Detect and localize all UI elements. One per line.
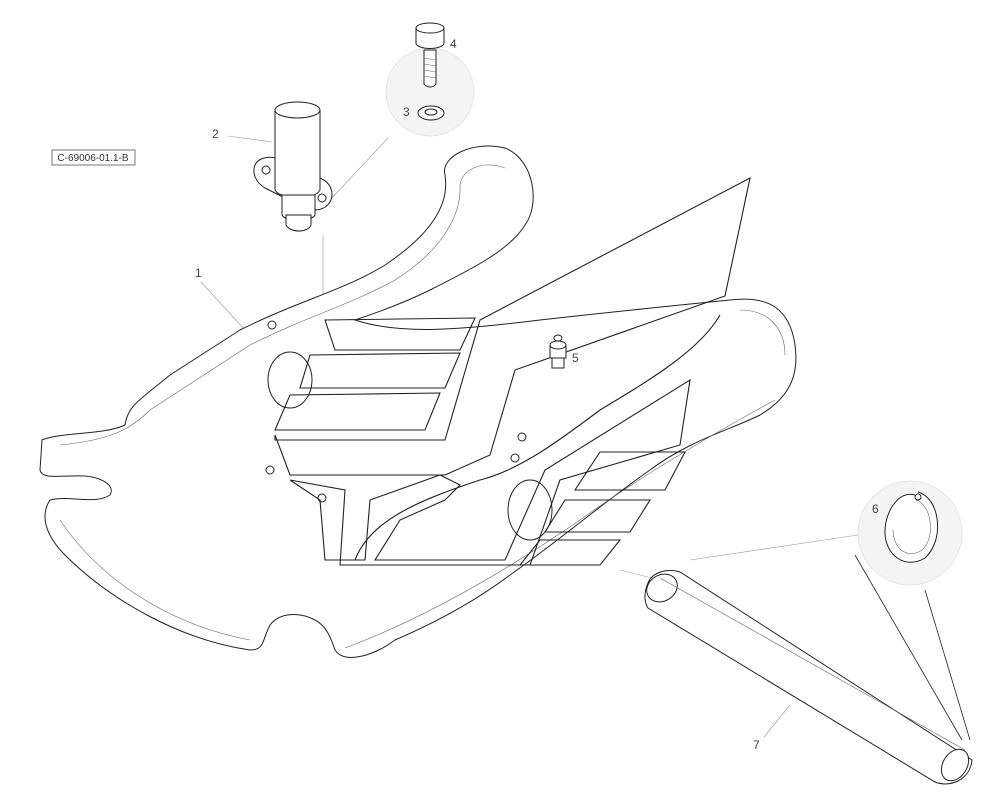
snap-ring-part: [884, 491, 939, 563]
callout-7: 7: [753, 738, 760, 752]
leader-lines: [200, 135, 971, 741]
callout-4: 4: [450, 37, 457, 51]
pin-part: [644, 569, 973, 785]
callout-5: 5: [572, 351, 579, 365]
bushing-part: [253, 101, 333, 232]
reference-code-box: C-69006-01.1-B: [51, 149, 136, 166]
link-plate-part: [39, 145, 797, 658]
callout-6: 6: [872, 502, 879, 516]
callout-1: 1: [195, 266, 202, 280]
decal-stripes: [274, 176, 751, 566]
callout-labels: 1 2 3 4 5 6 7: [195, 37, 879, 752]
grease-fitting-part: [549, 334, 567, 369]
reference-code-text: C-69006-01.1-B: [57, 153, 128, 164]
bolt-part: [415, 22, 445, 88]
callout-2: 2: [212, 127, 219, 141]
callout-3: 3: [403, 105, 410, 119]
washer-part: [417, 105, 445, 121]
